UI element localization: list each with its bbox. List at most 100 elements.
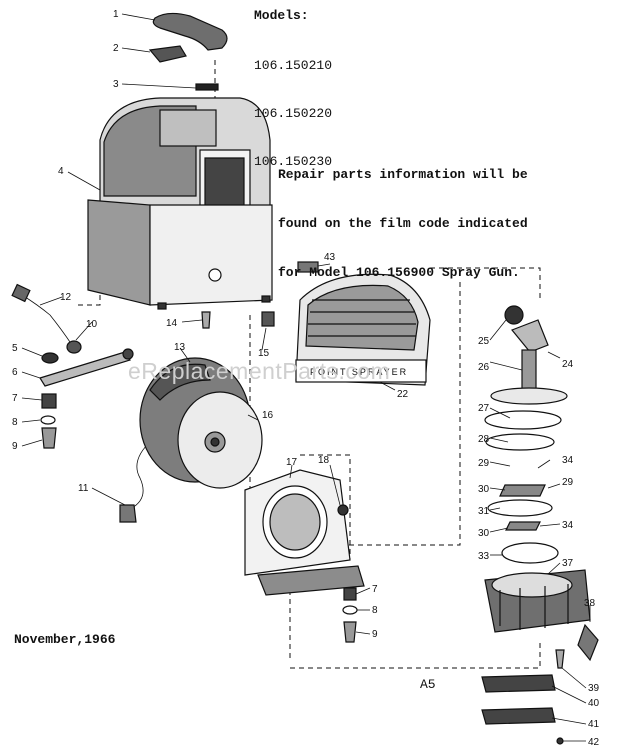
power-cord xyxy=(21,294,73,346)
part-number-40: 40 xyxy=(588,698,600,709)
clip xyxy=(148,45,187,63)
part-number-12: 12 xyxy=(60,292,72,303)
valve-plate-30b xyxy=(505,521,541,531)
part-number-29: 29 xyxy=(478,458,490,469)
washer-8b xyxy=(342,605,358,615)
repair-note-line: for Model 106.156900 Spray Gun. xyxy=(278,265,520,280)
housing-cover xyxy=(87,97,273,310)
date-label: November,1966 xyxy=(14,632,116,647)
model-number-list: 106.150210 106.150220 106.150230 xyxy=(254,26,332,202)
part-number-9: 9 xyxy=(12,441,18,452)
part-number-29b: 29 xyxy=(562,477,574,488)
bolt-9 xyxy=(41,427,57,449)
part-number-17: 17 xyxy=(286,457,298,468)
part-number-14: 14 xyxy=(166,318,178,329)
leader-lines xyxy=(21,13,591,742)
part-number-3: 3 xyxy=(113,79,119,90)
part-number-28: 28 xyxy=(478,434,490,445)
part-number-7b: 7 xyxy=(372,584,378,595)
valve-31 xyxy=(487,499,553,517)
part-number-8b: 8 xyxy=(372,605,378,616)
part-number-1: 1 xyxy=(113,9,119,20)
spring-7 xyxy=(41,393,57,409)
part-number-38: 38 xyxy=(584,598,596,609)
switch-bracket xyxy=(39,351,131,387)
part-number-8: 8 xyxy=(12,417,18,428)
part-number-4: 4 xyxy=(58,166,64,177)
part-number-5: 5 xyxy=(12,343,18,354)
assembly-line-column xyxy=(330,282,461,546)
part-number-6: 6 xyxy=(12,367,18,378)
part-number-30b: 30 xyxy=(478,528,490,539)
model-number: 106.150220 xyxy=(254,106,333,121)
pump-column xyxy=(490,305,568,405)
spring-7b xyxy=(343,587,357,601)
gasket-27 xyxy=(484,410,562,430)
spring-clip xyxy=(195,83,219,91)
valve-plate-30 xyxy=(499,484,546,497)
knob-25 xyxy=(504,305,524,325)
motor xyxy=(139,357,263,489)
assembly-line-bracket xyxy=(249,315,291,660)
fitting-38 xyxy=(577,623,599,662)
part-number-callouts: 1 2 3 4 5 6 7 8 9 10 11 12 13 14 15 16 1… xyxy=(12,9,600,748)
part-number-27: 27 xyxy=(478,403,490,414)
filter-plate: POINT SPRAYER xyxy=(295,273,431,386)
model-number: 106.150230 xyxy=(254,154,333,169)
page-code: A5 xyxy=(420,677,436,692)
part-number-30: 30 xyxy=(478,484,490,495)
repair-note-line: found on the film code indicated xyxy=(278,216,528,231)
assembly-line-right xyxy=(430,267,541,300)
part-number-10: 10 xyxy=(86,319,98,330)
part-number-43: 43 xyxy=(324,252,336,263)
plate-label: POINT SPRAYER xyxy=(310,367,408,377)
handle xyxy=(152,12,228,51)
part-number-22: 22 xyxy=(397,389,409,400)
part-number-41: 41 xyxy=(588,719,600,730)
screw-42 xyxy=(556,737,564,745)
watermark: eReplacementParts.com xyxy=(128,358,391,384)
o-ring-33 xyxy=(501,542,559,564)
part-number-37: 37 xyxy=(562,558,574,569)
part-number-7: 7 xyxy=(12,393,18,404)
pump-base xyxy=(484,569,591,633)
plug xyxy=(11,283,31,303)
part-number-33: 33 xyxy=(478,551,490,562)
model-number: 106.150210 xyxy=(254,58,333,73)
washer-8 xyxy=(40,415,56,425)
diaphragm-28 xyxy=(485,433,555,451)
part-number-26: 26 xyxy=(478,362,490,373)
motor-cord xyxy=(127,439,153,511)
label-tag xyxy=(297,261,319,273)
bolt-9b xyxy=(343,621,357,643)
repair-note-line: Repair parts information will be xyxy=(278,167,528,182)
part-number-11: 11 xyxy=(78,483,89,494)
part-number-34b: 34 xyxy=(562,520,574,531)
plate-40 xyxy=(481,674,556,693)
screw-14 xyxy=(201,311,211,329)
assembly-line-stack xyxy=(290,640,541,669)
fan-bracket xyxy=(244,469,365,596)
part-number-9b: 9 xyxy=(372,629,378,640)
part-number-16: 16 xyxy=(262,410,274,421)
part-number-18: 18 xyxy=(318,455,330,466)
nut-5 xyxy=(41,352,59,364)
part-number-39: 39 xyxy=(588,683,600,694)
screw-39 xyxy=(555,649,565,669)
part-number-31: 31 xyxy=(478,506,490,517)
part-number-25: 25 xyxy=(478,336,490,347)
grommet-15 xyxy=(261,311,275,327)
repair-note: Repair parts information will be found o… xyxy=(278,135,528,314)
part-number-15: 15 xyxy=(258,348,270,359)
part-number-42: 42 xyxy=(588,737,600,748)
cord-grommet xyxy=(66,340,82,354)
plate-41 xyxy=(481,707,556,725)
part-number-2: 2 xyxy=(113,43,119,54)
part-number-34: 34 xyxy=(562,455,574,466)
part-number-13: 13 xyxy=(174,342,186,353)
part-number-24: 24 xyxy=(562,359,574,370)
assembly-line-motor xyxy=(300,454,351,560)
models-label: Models: xyxy=(254,8,309,23)
